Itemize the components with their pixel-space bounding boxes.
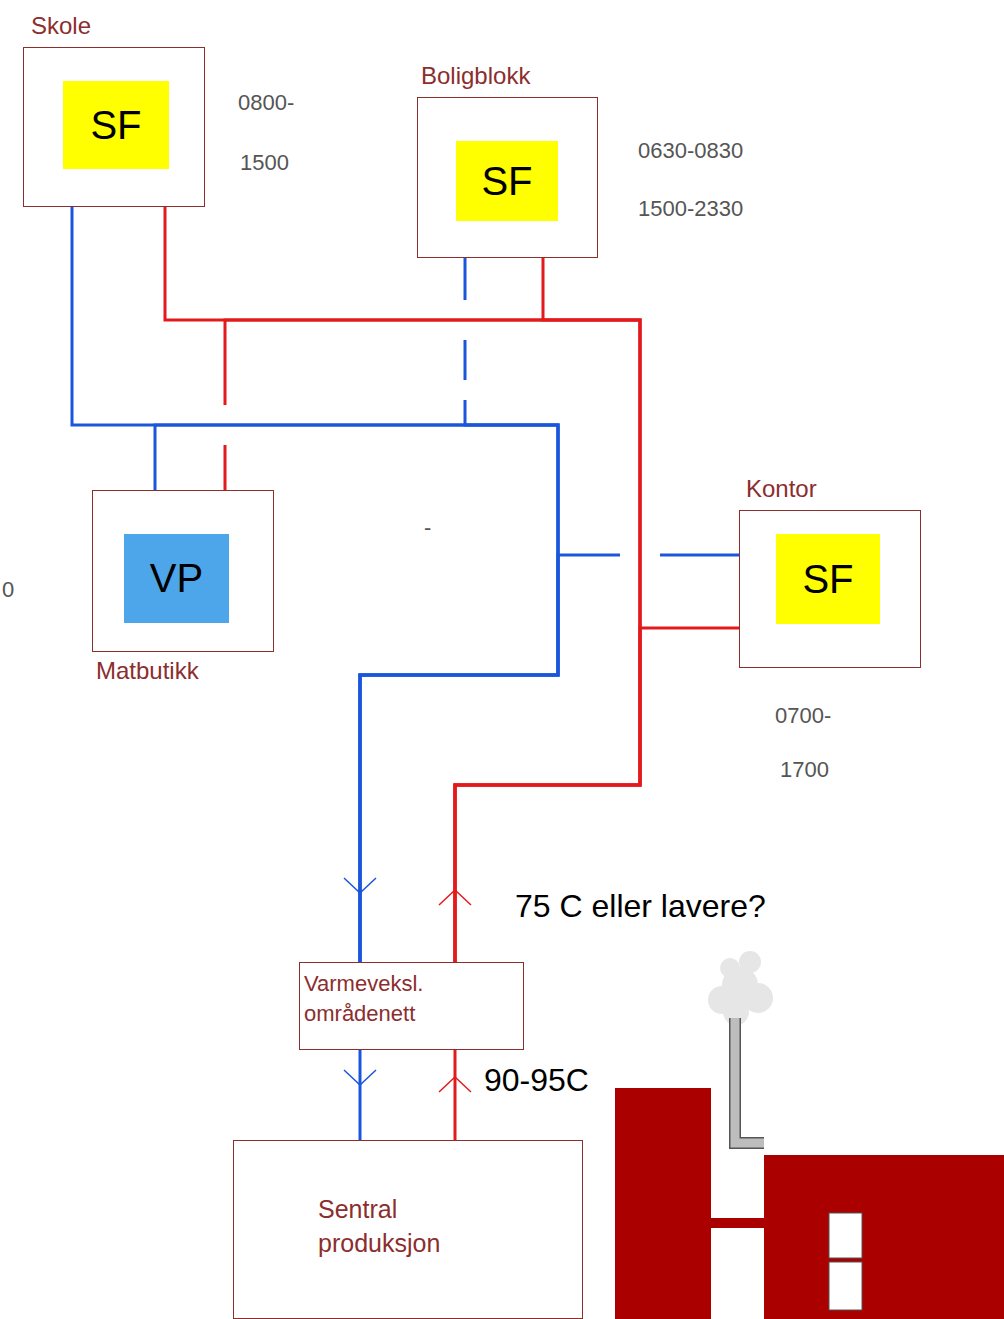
pipe-connector <box>360 258 558 962</box>
building-box: KontorSF <box>739 510 921 668</box>
unit-box: SF <box>456 141 558 221</box>
unit-box: VP <box>124 534 229 623</box>
time-label: 0800- <box>238 90 294 116</box>
factory-building <box>615 1088 711 1319</box>
building-name: Kontor <box>746 475 817 503</box>
time-label: 0630-0830 <box>638 138 743 164</box>
unit-code: SF <box>802 557 853 602</box>
unit-code: SF <box>90 103 141 148</box>
pipe-connector <box>454 1050 457 1140</box>
chimney-outline <box>735 1018 764 1143</box>
pipe-connector <box>455 258 640 962</box>
unit-box: SF <box>776 534 880 624</box>
box-text: Varmeveksl. områdenett <box>304 969 474 1028</box>
building-name: Skole <box>31 12 91 40</box>
pipe-connector <box>225 320 640 962</box>
pipe-connector <box>155 425 558 962</box>
unit-box: SF <box>63 81 169 169</box>
factory-link <box>711 1218 764 1228</box>
building-name: Boligblokk <box>421 62 530 90</box>
temperature-note: 75 C eller lavere? <box>515 888 766 925</box>
pipe-connector <box>165 207 640 962</box>
central-plant-box: Sentral produksjon <box>233 1140 583 1319</box>
time-label: 0 <box>2 577 14 603</box>
building-box: SkoleSF <box>23 47 205 207</box>
time-label: 1500-2330 <box>638 196 743 222</box>
chimney <box>735 1018 764 1143</box>
time-label: - <box>424 515 431 541</box>
factory-building <box>764 1155 1004 1319</box>
time-label: 1700 <box>780 757 829 783</box>
building-box: BoligblokkSF <box>417 97 598 258</box>
time-label: 1500 <box>240 150 289 176</box>
building-box: MatbutikkVP <box>92 490 274 652</box>
window-pane <box>829 1213 862 1258</box>
time-label: 0700- <box>775 703 831 729</box>
heat-exchanger-box: Varmeveksl. områdenett <box>299 962 524 1050</box>
pipe-connector <box>359 1050 362 1140</box>
temperature-note: 90-95C <box>484 1062 589 1099</box>
unit-code: VP <box>150 556 203 601</box>
box-text: Sentral produksjon <box>318 1193 518 1261</box>
window-pane <box>829 1262 862 1310</box>
building-name: Matbutikk <box>96 657 199 685</box>
pipe-connector <box>72 207 558 962</box>
smoke-cloud <box>708 951 773 1025</box>
unit-code: SF <box>481 159 532 204</box>
